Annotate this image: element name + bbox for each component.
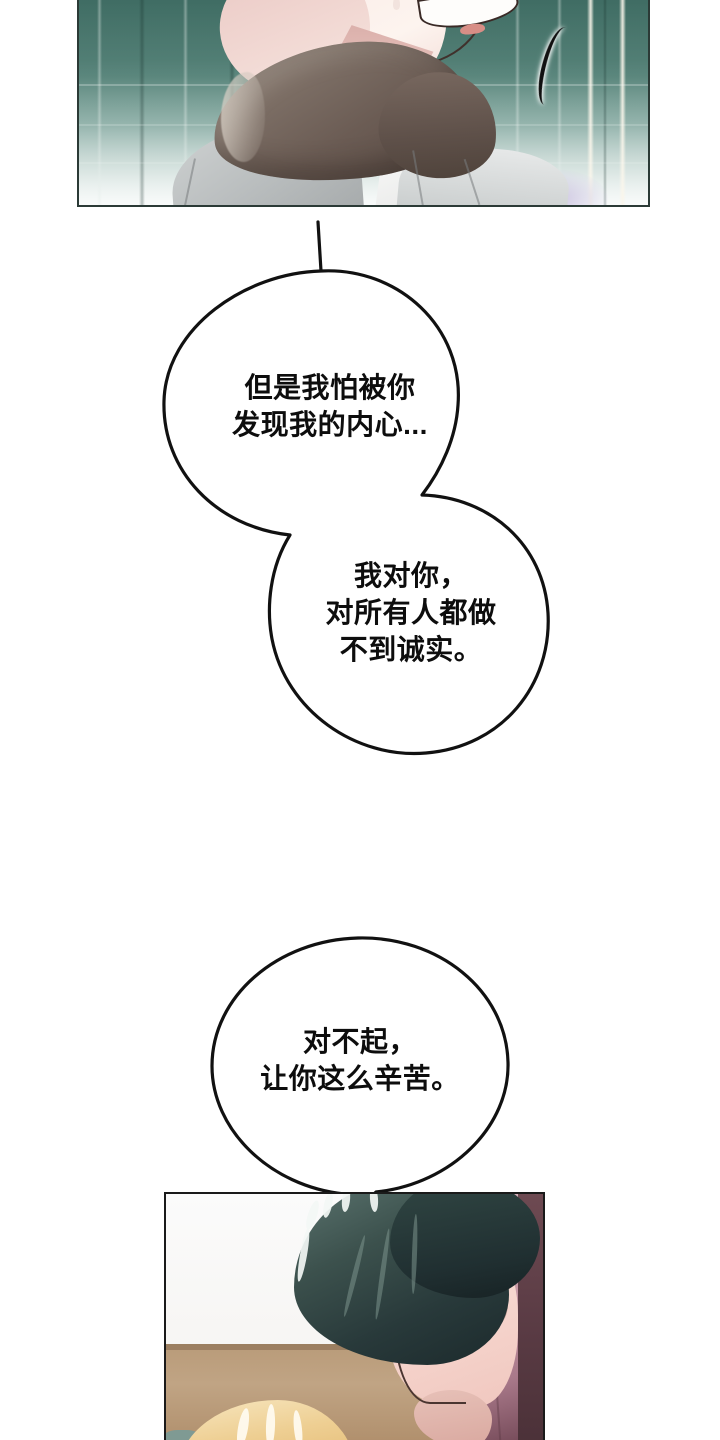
sweat-drop <box>393 0 400 10</box>
speech-bubble-2-text: 我对你， 对所有人都做 不到诚实。 <box>325 560 497 665</box>
fur-highlight <box>221 72 265 162</box>
speech-bubble-group-upper <box>150 215 570 775</box>
speech-bubble-upper-outline <box>162 220 550 756</box>
background-accent <box>166 1430 202 1440</box>
speech-bubble-1-text: 但是我怕被你 发现我的内心... <box>232 372 428 440</box>
speech-bubble-3-outline <box>210 936 510 1214</box>
speech-bubble-3-text: 对不起， 让你这么辛苦。 <box>260 1026 460 1094</box>
speech-bubble-group-lower <box>180 920 540 1240</box>
comic-panel-top <box>77 0 650 207</box>
comic-panel-bottom <box>164 1192 545 1440</box>
